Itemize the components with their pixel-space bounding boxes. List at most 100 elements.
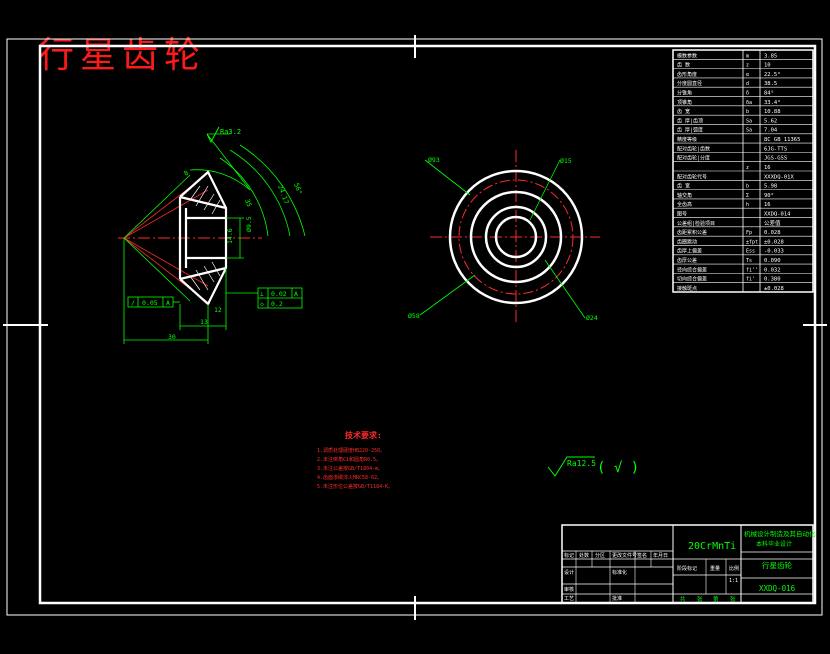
dim-label: 8 [182, 169, 190, 178]
roughness-label-small: Ra3.2 [220, 128, 241, 136]
table-param-symbol: d [746, 81, 749, 87]
table-param-value: 3.85 [764, 53, 777, 59]
table-param-symbol: δa [746, 100, 752, 106]
table-param-symbol: h [746, 202, 749, 208]
table-param-value: XXXDQ-01X [764, 174, 794, 180]
drawing-no-label: XXDQ-016 [759, 584, 796, 593]
title-block [561, 524, 814, 604]
tb-label: 分区 [595, 552, 605, 559]
gdt-value: 0.02 [271, 290, 287, 298]
dim-label: 13 [200, 318, 208, 326]
table-param-name: 接触斑点 [677, 285, 697, 292]
table-param-name: 齿 厚|齿顶 [677, 118, 703, 124]
table-param-value: 6JG-TTS [764, 146, 787, 152]
table-param-symbol: Σ [746, 193, 749, 199]
tb-label: 审核 [564, 586, 574, 593]
circle-dim-label: Ø58 [408, 312, 420, 320]
table-param-name: 图号 [677, 211, 687, 217]
school-label: 机械设计制造及其自动化 [744, 529, 816, 538]
gdt-symbol: ◇ [260, 300, 264, 308]
table-param-name: 配对齿轮|分度 [677, 155, 710, 162]
table-param-name: 齿 宽 [677, 108, 690, 115]
gdt-datum: A [166, 299, 170, 307]
table-param-value: 7.04 [764, 128, 778, 134]
sheet-label: 张 [697, 595, 703, 603]
table-param-name: 齿形角度 [677, 71, 697, 78]
table-param-name: 精度等级 [677, 136, 697, 143]
table-param-name: 齿厚上偏差 [677, 248, 702, 255]
table-param-name: 顶锥角 [677, 99, 692, 106]
gdt-datum: A [294, 290, 298, 298]
circle-dim-label: Ø15 [560, 157, 572, 165]
roughness-main-label: Ra12.5 [567, 459, 596, 468]
table-param-value: 38.5 [764, 81, 777, 87]
tb-label: 更改文件号 [612, 552, 637, 559]
table-param-name: 分锥角 [677, 89, 692, 96]
outer-frame [6, 38, 823, 616]
sheet-label: 共 [680, 595, 686, 603]
table-param-value: 10 [764, 63, 771, 69]
tb-label: 签名 [637, 552, 647, 559]
tb-label: 处数 [579, 552, 589, 559]
tb-label: 阶段标记 [677, 565, 697, 572]
table-param-name: 配对齿轮|齿数 [677, 145, 710, 152]
table-param-value: 16 [764, 165, 771, 171]
table-param-value: 22.5° [764, 72, 781, 78]
table-param-symbol: fi'' [746, 267, 758, 273]
tech-req-item: 3.未注公差按GB/T1804-m。 [317, 465, 383, 472]
table-param-value: 84° [764, 90, 774, 96]
table-param-value: 5.62 [764, 118, 777, 124]
table-param-value: 0.028 [764, 230, 781, 236]
table-param-symbol: z [746, 165, 749, 171]
table-param-value: 0.090 [764, 258, 781, 264]
table-param-name: 齿 宽 [677, 183, 690, 190]
tech-req-heading: 技术要求: [345, 430, 382, 440]
table-param-value: 0.032 [764, 267, 781, 273]
dim-label: 30 [168, 333, 176, 341]
left-view: Ra3.2 8 35 24.17 56° 14.6 Ø9.5 30 13 12 … [118, 126, 306, 344]
table-param-symbol: b [746, 184, 749, 190]
tb-label: 年月日 [653, 552, 668, 559]
table-param-value: ±0.028 [764, 286, 784, 292]
sheet-label: 第 [713, 595, 719, 603]
table-param-name: 轴交角 [677, 192, 692, 199]
table-param-symbol: Ess [746, 249, 755, 255]
table-param-value: 10.88 [764, 109, 781, 115]
tb-label: 设计 [564, 569, 574, 576]
table-param-name: 齿厚公差 [677, 257, 697, 264]
right-view: Ø93 Ø15 Ø58 Ø24 [408, 150, 600, 322]
table-param-symbol: fi' [746, 277, 755, 283]
tech-req-item: 2.未注倒角C1和圆角R0.5。 [317, 456, 381, 463]
table-param-name: 齿 厚|弧度 [677, 127, 703, 134]
table-param-symbol: Sa [746, 128, 752, 134]
tech-requirements: 技术要求: 1.调质处理硬度HB220-250。 2.未注倒角C1和圆角R0.5… [317, 430, 393, 490]
gdt-value: 0.2 [271, 300, 283, 308]
school2-label: 本科毕业设计 [756, 540, 792, 548]
table-param-name: 配对齿轮代号 [677, 173, 707, 180]
sheet-label: 张 [730, 595, 736, 603]
tb-label: 批准 [612, 595, 622, 602]
table-param-value: ±0.028 [764, 239, 784, 245]
table-param-symbol: α [746, 72, 749, 78]
table-param-value: 0.380 [764, 277, 781, 283]
tb-label: 标记 [564, 552, 574, 559]
roughness-paren: ( √ ) [597, 460, 639, 476]
drawing-title: 行星齿轮 [38, 35, 207, 76]
table-param-value: 33.4° [764, 100, 781, 106]
table-param-symbol: z [746, 63, 749, 69]
dim-label: 12 [214, 306, 222, 314]
tb-label: 标准化 [612, 569, 627, 576]
table-param-name: 径向综合偏差 [677, 266, 707, 273]
table-param-value: 90° [764, 193, 774, 199]
dim-label: 35 [243, 198, 253, 208]
gdt-symbol: / [131, 299, 135, 307]
table-param-name: 切向综合偏差 [677, 276, 707, 283]
table-param-name: 模数参数 [677, 52, 697, 59]
tb-label: 比例 [729, 565, 739, 572]
table-param-value: 8C GB 11365 [764, 137, 800, 143]
circle-dim-label: Ø24 [586, 314, 598, 322]
tb-label: 重量 [710, 565, 720, 572]
roughness-main: Ra12.5 ( √ ) [547, 456, 639, 477]
